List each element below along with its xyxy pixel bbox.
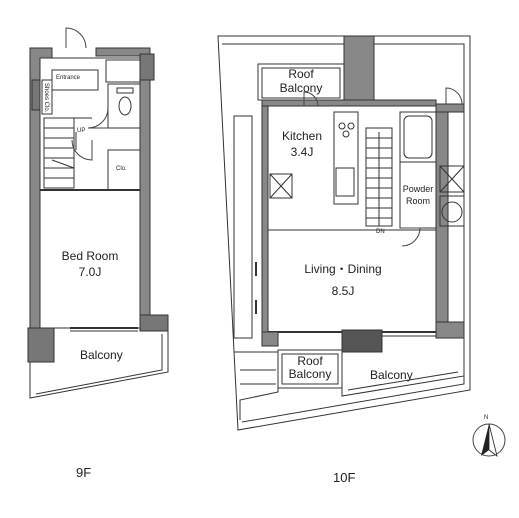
10f-parapet-outer <box>217 35 471 431</box>
floor-9f-plan <box>27 27 169 399</box>
9f-toilet-room <box>107 83 141 129</box>
10f-bathroom <box>399 111 437 163</box>
9f-balcony-inner <box>35 334 163 395</box>
10f-washer <box>439 165 465 193</box>
10f-washbasin <box>441 201 463 223</box>
living-dining-name: Living・Dining <box>304 262 382 276</box>
9f-shoes-closet <box>41 79 53 115</box>
10f-left-windows <box>251 262 257 314</box>
10f-bottom-column <box>341 329 383 353</box>
roof-balcony-bottom-line2: Balcony <box>288 367 332 381</box>
9f-hall-door <box>71 139 93 161</box>
10f-bottom-left-column <box>261 331 279 347</box>
10f-left-balcony-strip <box>233 115 253 339</box>
9f-stairs <box>43 117 92 189</box>
9f-right-wall <box>139 57 151 316</box>
10f-bathtub <box>403 115 433 159</box>
10f-kitchen-counter <box>333 111 359 205</box>
floor-10f-plan <box>217 35 471 431</box>
roof-balcony-top-line1: Roof <box>288 67 314 81</box>
stair-up-label: UP <box>77 128 86 134</box>
compass-needle-icon <box>481 424 489 456</box>
10f-top-column <box>343 35 375 105</box>
9f-toilet-tank <box>116 87 134 94</box>
powder-room-line1: Powder <box>402 184 434 194</box>
9f-interior <box>39 57 141 329</box>
closet-label: Clo. <box>116 166 127 172</box>
kitchen-name: Kitchen <box>281 129 323 143</box>
9f-toilet-icon <box>118 96 132 116</box>
10f-right-wall <box>435 103 449 331</box>
roof-balcony-bottom-line1: Roof <box>297 354 323 368</box>
10f-powder-door <box>401 227 421 247</box>
living-dining-size: 8.5J <box>331 284 355 298</box>
10f-roof-balcony-top <box>257 63 345 101</box>
9f-balcony-column-left <box>27 327 55 363</box>
10f-right-upper <box>435 103 465 113</box>
powder-room-line2: Room <box>405 196 430 206</box>
10f-balcony-outline <box>341 338 465 397</box>
compass-north-label: N <box>484 415 489 421</box>
10f-powder-room <box>399 161 437 229</box>
shoes-closet-label: Shoes Clo. <box>42 83 49 113</box>
9f-column <box>31 79 41 111</box>
north-compass <box>472 423 506 457</box>
10f-kitchen-sink <box>335 167 355 197</box>
floor-9f-label: 9F <box>76 465 92 480</box>
entrance-label: Entrance <box>56 75 81 81</box>
10f-stairs <box>365 127 393 227</box>
10f-top-wall <box>261 99 437 107</box>
9f-toilet-door <box>87 107 109 129</box>
10f-balcony-label: Balcony <box>370 368 413 382</box>
10f-roof-balcony-door <box>303 91 319 107</box>
10f-bottom-right-column <box>435 321 465 339</box>
10f-fridge <box>269 173 293 199</box>
9f-column-top-right <box>139 53 155 81</box>
10f-bath-door <box>445 87 463 105</box>
bed-room-size: 7.0J <box>78 265 102 279</box>
10f-left-wall <box>261 103 269 339</box>
9f-entrance-door <box>65 27 87 49</box>
stair-down-label: DN <box>376 229 385 235</box>
roof-balcony-top-line2: Balcony <box>279 81 323 95</box>
10f-lower-terrace <box>234 351 279 420</box>
9f-balcony-column-right <box>139 314 169 332</box>
9f-balcony-label: Balcony <box>80 348 123 362</box>
9f-cabinet <box>105 59 141 83</box>
floor-10f-label: 10F <box>333 470 356 485</box>
kitchen-size: 3.4J <box>290 145 314 159</box>
bed-room-name: Bed Room <box>61 249 119 263</box>
